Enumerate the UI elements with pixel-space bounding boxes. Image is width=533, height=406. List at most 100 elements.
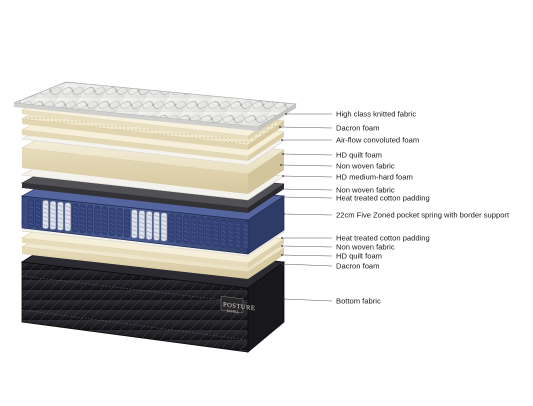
spring-coil-line <box>43 207 48 210</box>
spring-coil-line <box>198 232 204 235</box>
label-non-woven-fabric-bottom: Non woven fabric <box>336 243 395 252</box>
spring-coil-line <box>58 209 63 212</box>
spring-coil-line <box>154 219 159 222</box>
spring-coil-line <box>213 233 219 236</box>
spring-coil-line <box>43 211 48 214</box>
spring-pocket <box>35 199 42 228</box>
spring-coil-line <box>243 241 248 244</box>
spring-pocket <box>205 217 212 246</box>
label-bottom-fabric: Bottom fabric <box>336 297 381 306</box>
spring-coil-line <box>154 223 159 226</box>
spring-coil-line <box>161 236 167 239</box>
spring-pocket <box>242 221 249 250</box>
leader-dot-dacron-foam-bottom <box>281 263 283 265</box>
spring-coil-line <box>35 219 41 222</box>
spring-coil-line <box>139 221 145 224</box>
spring-coil-line <box>243 236 248 240</box>
spring-coil-line <box>109 218 115 221</box>
leader-dot-hd-quilt-foam-top <box>282 153 284 155</box>
spring-coil-line <box>102 222 108 225</box>
leader-dot-heat-treated-cotton-padding-bottom <box>281 237 283 239</box>
spring-coil-line <box>206 237 211 240</box>
spring-coil-line <box>72 227 78 230</box>
spring-coil-line <box>80 228 85 231</box>
spring-coil-line <box>28 201 34 204</box>
spring-coil-line <box>87 216 93 219</box>
spring-coil-line <box>183 218 189 221</box>
spring-pocket <box>160 212 167 242</box>
spring-coil-line <box>228 227 233 230</box>
spring-coil-line <box>95 208 100 211</box>
spring-coil-line <box>206 233 211 236</box>
spring-coil-line <box>139 226 145 229</box>
spring-coil-line <box>228 243 233 246</box>
spring-coil-line <box>28 222 34 225</box>
spring-coil-line <box>87 229 93 232</box>
spring-coil-line <box>65 222 71 225</box>
spring-coil-line <box>213 238 219 241</box>
leader-line-hd-quilt-foam-top <box>282 153 333 156</box>
brand-logo: POSTURE HOTEL <box>220 295 255 314</box>
spring-coil-line <box>213 229 219 232</box>
spring-coil-line <box>235 244 241 247</box>
spring-coil-line <box>28 214 34 217</box>
leader-dot-hd-medium-hard-foam <box>282 175 284 177</box>
spring-coil-line <box>161 220 167 223</box>
leader-line-hd-medium-hard-foam <box>282 175 333 178</box>
spring-coil-line <box>117 211 122 214</box>
spring-pocket <box>138 210 145 239</box>
leader-dot-high-class-knitted-fabric <box>285 113 287 115</box>
spring-coil-line <box>50 208 56 211</box>
spring-coil-line <box>191 227 196 230</box>
leader-dot-air-flow-convoluted-foam <box>281 139 283 141</box>
spring-coil-line <box>146 235 152 238</box>
spring-coil-line <box>139 213 145 216</box>
spring-coil-line <box>80 219 85 222</box>
spring-coil-line <box>220 238 226 241</box>
spring-coil-line <box>228 231 233 234</box>
spring-coil-line <box>154 231 159 234</box>
spring-coil-line <box>146 218 152 221</box>
spring-coil-line <box>109 214 115 217</box>
spring-pocket <box>234 220 241 250</box>
spring-coil-line <box>220 234 226 237</box>
spring-coil-line <box>228 235 233 238</box>
spring-coil-line <box>102 230 108 233</box>
spring-coil-line <box>65 209 71 212</box>
spring-coil-line <box>161 224 167 227</box>
spring-coil-line <box>191 235 196 238</box>
leader-line-pocket-spring <box>283 213 333 216</box>
leader-dot-non-woven-fabric-top <box>280 164 282 166</box>
spring-coil-line <box>124 232 130 235</box>
spring-coil-line <box>65 226 71 229</box>
spring-coil-line <box>72 223 78 226</box>
leader-dot-heat-treated-cotton-padding-top <box>281 196 283 198</box>
spring-coil-line <box>95 221 100 224</box>
spring-coil-line <box>176 217 182 220</box>
spring-coil-line <box>243 224 248 227</box>
spring-coil-line <box>176 225 182 228</box>
spring-coil-line <box>132 221 137 224</box>
spring-coil-line <box>28 210 34 213</box>
spring-coil-line <box>43 224 48 227</box>
spring-coil-line <box>154 227 159 230</box>
leader-dot-pocket-spring <box>283 213 285 215</box>
spring-coil-line <box>124 228 130 231</box>
leader-line-hd-quilt-foam-bottom <box>281 254 333 257</box>
leader-line-dacron-foam-bottom <box>281 263 333 267</box>
spring-coil-line <box>235 236 241 239</box>
spring-coil-line <box>95 229 100 232</box>
spring-coil-line <box>95 225 100 228</box>
spring-coil-line <box>235 223 241 226</box>
spring-coil-line <box>58 213 63 216</box>
spring-coil-line <box>169 233 174 236</box>
label-hd-medium-hard-foam: HD medium-hard foam <box>336 173 413 182</box>
leader-line-non-woven-fabric-top <box>280 164 333 167</box>
spring-coil-line <box>169 237 174 240</box>
spring-coil-line <box>161 228 167 231</box>
spring-coil-line <box>176 221 182 224</box>
spring-coil-line <box>35 202 41 205</box>
spring-coil-line <box>235 240 241 243</box>
label-pocket-spring: 22cm Five Zoned pocket spring with borde… <box>336 211 510 220</box>
spring-pocket <box>57 201 64 231</box>
